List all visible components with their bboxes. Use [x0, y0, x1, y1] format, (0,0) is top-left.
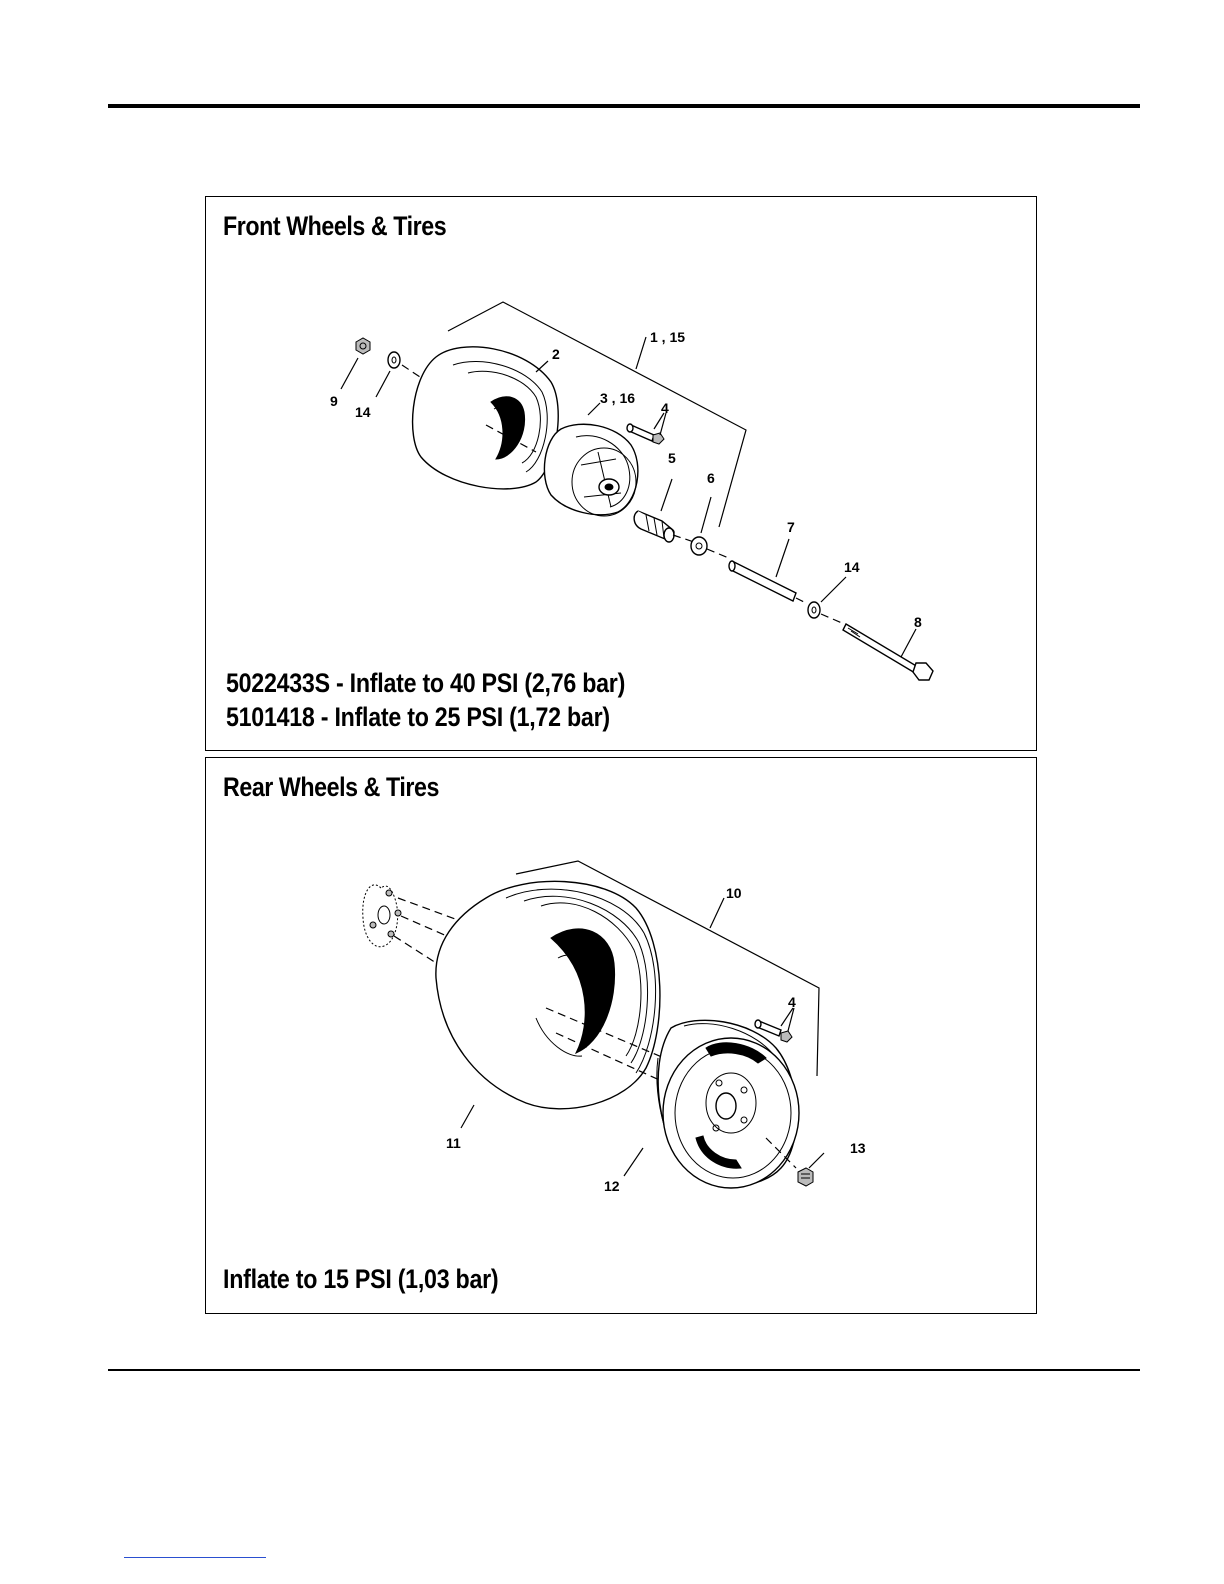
part-6-washer: [691, 537, 707, 555]
part-5-bearing: [634, 511, 674, 542]
rear-wheel-exploded-diagram: 10 4 11 12 13: [206, 758, 1036, 1313]
part-4-valve-stem-front: [627, 424, 664, 444]
leader-3-16: [588, 403, 600, 415]
leader-6: [701, 497, 711, 533]
leader-11: [461, 1105, 474, 1128]
leader-5: [661, 479, 672, 511]
footer-rule: [108, 1369, 1140, 1371]
footer-link-underline[interactable]: [124, 1557, 266, 1558]
callout-11: 11: [446, 1135, 461, 1151]
part-14-washer-rear: [808, 602, 820, 618]
callout-9: 9: [330, 393, 338, 409]
callout-6: 6: [707, 470, 715, 486]
callout-14-a: 14: [355, 404, 371, 420]
front-spec-line-1: 5022433S - Inflate to 40 PSI (2,76 bar): [226, 668, 625, 699]
part-7-spacer-tube: [729, 561, 796, 601]
header-rule: [108, 104, 1140, 108]
part-9-nut: [356, 338, 370, 354]
axis-line-d: [707, 549, 731, 559]
rear-spec-line: Inflate to 15 PSI (1,03 bar): [223, 1264, 498, 1295]
callout-14-b: 14: [844, 559, 860, 575]
callout-4: 4: [661, 400, 669, 416]
callout-10: 10: [726, 885, 742, 901]
callout-3-16: 3 , 16: [600, 390, 635, 406]
part-14-washer-front: [388, 352, 400, 368]
front-spec-line-2: 5101418 - Inflate to 25 PSI (1,72 bar): [226, 702, 610, 733]
part-2-front-tire: [413, 347, 559, 489]
leader-12: [624, 1148, 643, 1176]
part-13-lug-nut: [798, 1168, 813, 1186]
part-11-rear-tire: [436, 881, 660, 1108]
callout-4-rear: 4: [788, 994, 796, 1010]
leader-1-15: [636, 337, 646, 369]
leader-13: [809, 1153, 824, 1168]
part-12-rear-rim: [657, 1020, 799, 1188]
axis-line-f: [821, 614, 842, 623]
part-8-axle-bolt: [843, 624, 933, 680]
callout-12: 12: [604, 1178, 620, 1194]
callout-2: 2: [552, 346, 560, 362]
callout-13: 13: [850, 1140, 866, 1156]
leader-14-a: [376, 371, 390, 397]
rear-wheels-panel: Rear Wheels & Tires: [205, 757, 1037, 1314]
leader-10: [710, 898, 724, 928]
axis-line-a: [402, 365, 420, 377]
front-wheels-panel: Front Wheels & Tires: [205, 196, 1037, 751]
part-3-16-front-rim: [544, 424, 637, 516]
leader-14-b: [821, 577, 846, 602]
leader-8: [901, 629, 916, 657]
leader-9: [341, 358, 358, 389]
axis-line-c: [673, 535, 694, 542]
callout-7: 7: [787, 519, 795, 535]
callout-1-15: 1 , 15: [650, 329, 685, 345]
callout-5: 5: [668, 450, 676, 466]
callout-8: 8: [914, 614, 922, 630]
leader-4-b: [660, 413, 666, 435]
axis-line-e: [796, 598, 806, 603]
leader-7: [776, 539, 789, 577]
leader-2: [536, 361, 548, 372]
